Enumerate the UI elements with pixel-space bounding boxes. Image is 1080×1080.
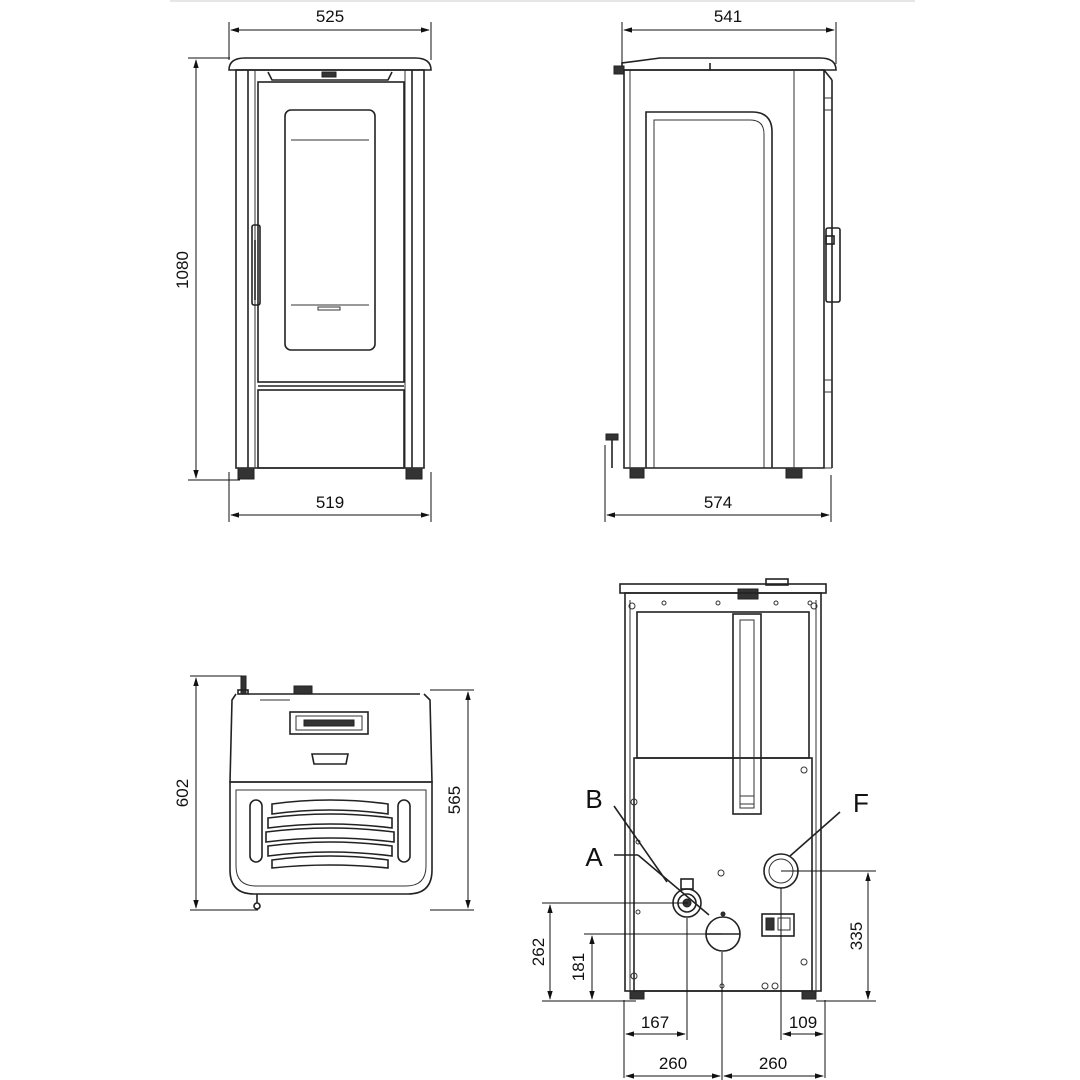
dim-rear-262: 262: [529, 938, 548, 966]
dim-rear-181: 181: [569, 953, 588, 981]
dim-front-base: 519: [316, 493, 344, 512]
dim-rear-260-right: 260: [759, 1054, 787, 1073]
top-view: [229, 675, 433, 910]
dim-rear-260-left: 260: [659, 1054, 687, 1073]
front-dimensions: 525 1080 519: [173, 7, 432, 522]
side-view: [605, 57, 841, 479]
dim-front-top: 525: [316, 7, 344, 26]
front-view: [228, 57, 432, 480]
dim-side-base: 574: [704, 493, 732, 512]
dim-side-top: 541: [714, 7, 742, 26]
dim-rear-167: 167: [641, 1013, 669, 1032]
dim-rear-335: 335: [847, 922, 866, 950]
connection-b-label: B: [585, 784, 602, 814]
dim-top-total: 602: [173, 779, 192, 807]
dim-rear-109: 109: [789, 1013, 817, 1032]
dim-front-height: 1080: [173, 251, 192, 289]
top-dimensions: 602 565: [173, 675, 474, 911]
connection-a-label: A: [585, 842, 603, 872]
rear-view: [613, 578, 841, 1000]
side-dimensions: 541 574: [604, 7, 837, 522]
rear-dimensions: 262 181 335 167 109 260 260: [529, 870, 876, 1080]
connection-f-label: F: [853, 788, 869, 818]
dim-top-body: 565: [445, 786, 464, 814]
